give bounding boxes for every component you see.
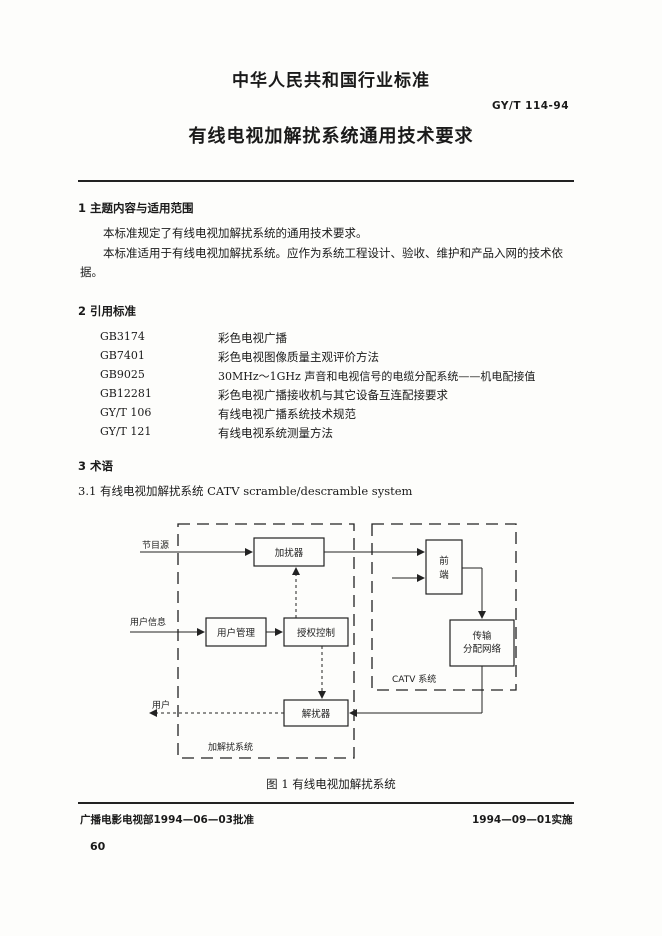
frontend-label-2: 端 bbox=[439, 569, 449, 581]
section-1-paragraph-1: 本标准规定了有线电视加解扰系统的通用技术要求。 bbox=[103, 226, 368, 240]
program-source-label: 节目源 bbox=[142, 540, 169, 551]
scramble-system-label: 加解扰系统 bbox=[208, 741, 253, 753]
ref-code: GB7401 bbox=[100, 349, 145, 362]
user-label: 用户 bbox=[152, 699, 170, 711]
catv-system-label: CATV 系统 bbox=[392, 673, 436, 685]
section-1-paragraph-2: 本标准适用于有线电视加解扰系统。应作为系统工程设计、验收、维护和产品入网的技术依… bbox=[80, 246, 563, 279]
ref-title: 彩色电视广播 bbox=[218, 331, 287, 345]
figure-1-diagram: 加扰器 前 端 用户管理 授权控制 传输 分配网络 解扰器 节目源 用户信息 用… bbox=[130, 523, 517, 759]
scrambler-label: 加扰器 bbox=[275, 547, 304, 559]
ref-code: GY/T 121 bbox=[100, 425, 152, 438]
auth-ctrl-block bbox=[283, 617, 349, 647]
transmission-block bbox=[449, 619, 515, 667]
catv-system-boundary bbox=[371, 523, 517, 691]
ref-code: GB9025 bbox=[100, 368, 145, 381]
page-number: 60 bbox=[90, 840, 106, 853]
user-info-label: 用户信息 bbox=[130, 616, 166, 628]
figure-caption: 图 1 有线电视加解扰系统 bbox=[266, 777, 396, 791]
standard-number: GY/T 114-94 bbox=[492, 100, 570, 112]
section-1-heading: 1 主题内容与适用范围 bbox=[78, 201, 194, 215]
frontend-label-1: 前 bbox=[439, 555, 449, 567]
ref-title: 有线电视广播系统技术规范 bbox=[218, 407, 356, 421]
effective-date: 1994—09—01实施 bbox=[472, 814, 573, 826]
issuing-organization: 中华人民共和国行业标准 bbox=[232, 71, 430, 91]
document-title: 有线电视加解扰系统通用技术要求 bbox=[188, 126, 474, 147]
user-mgmt-label: 用户管理 bbox=[217, 627, 256, 639]
descrambler-label: 解扰器 bbox=[302, 708, 331, 720]
auth-ctrl-label: 授权控制 bbox=[297, 627, 335, 639]
scramble-system-boundary bbox=[177, 523, 355, 759]
approval-date: 广播电影电视部1994—06—03批准 bbox=[80, 814, 254, 826]
frontend-block bbox=[425, 539, 463, 595]
ref-code: GY/T 106 bbox=[100, 406, 152, 419]
transmission-label-1: 传输 bbox=[472, 630, 492, 642]
section-2-heading: 2 引用标准 bbox=[78, 304, 137, 318]
header-rule bbox=[78, 180, 574, 182]
footer-rule bbox=[78, 802, 574, 804]
transmission-label-2: 分配网络 bbox=[463, 643, 502, 655]
ref-title: 彩色电视广播接收机与其它设备互连配接要求 bbox=[218, 388, 448, 402]
ref-code: GB12281 bbox=[100, 387, 152, 400]
ref-title: 有线电视系统测量方法 bbox=[218, 426, 333, 440]
ref-code: GB3174 bbox=[100, 330, 145, 343]
ref-title: 30MHz～1GHz 声音和电视信号的电缆分配系统——机电配接值 bbox=[218, 370, 536, 383]
ref-title: 彩色电视图像质量主观评价方法 bbox=[218, 350, 379, 364]
section-3-heading: 3 术语 bbox=[78, 459, 114, 473]
term-3-1: 3.1 有线电视加解扰系统 CATV scramble/descramble s… bbox=[78, 484, 413, 498]
